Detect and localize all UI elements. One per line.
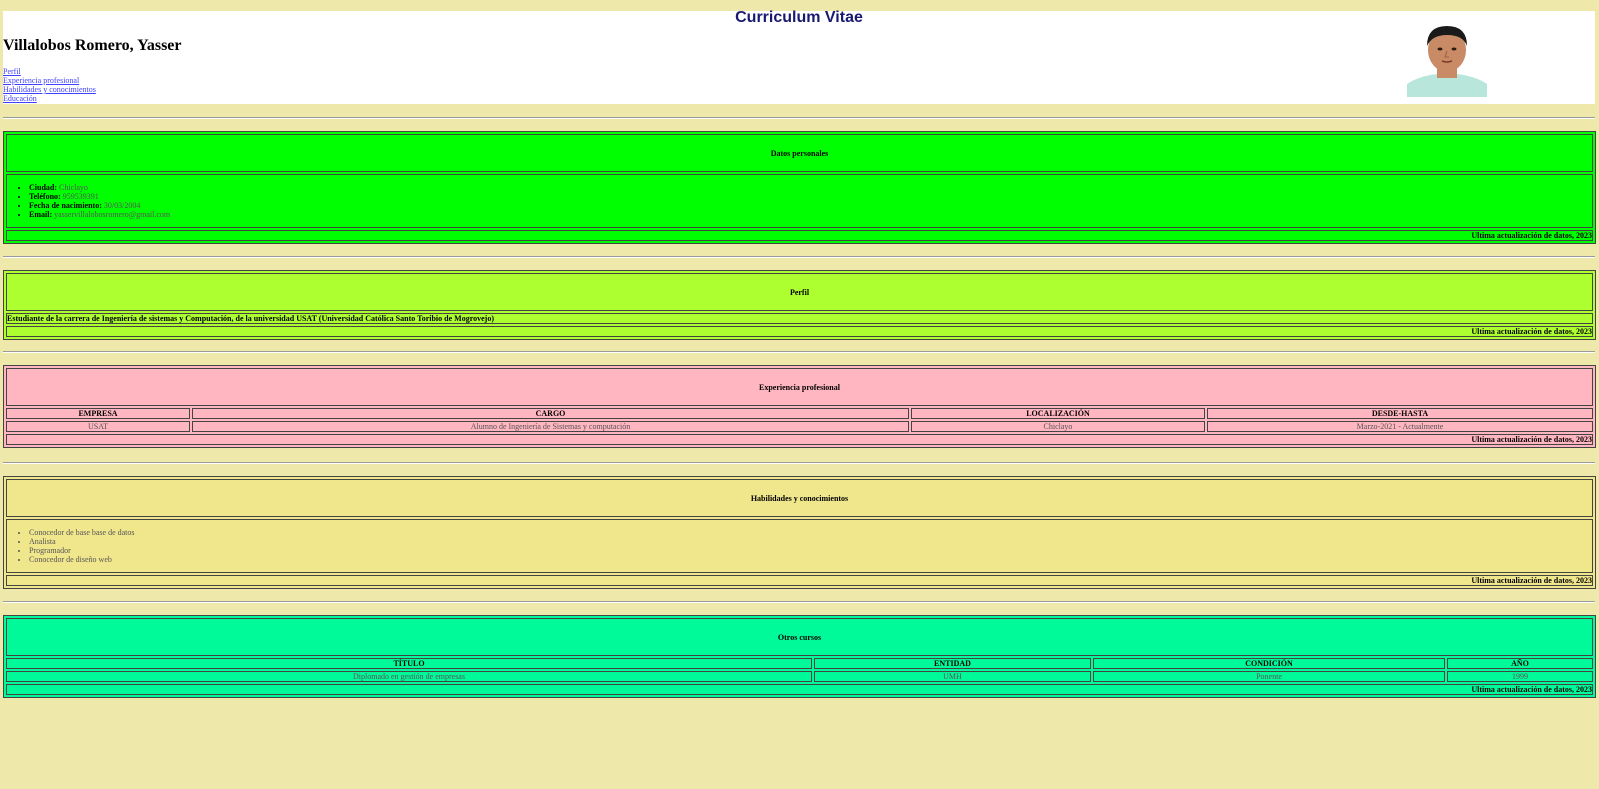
list-item: Ciudad: Chiclayo <box>29 183 1592 192</box>
datos-personales-section: Datos personales Ciudad: Chiclayo Teléfo… <box>3 131 1596 244</box>
divider <box>3 256 1595 258</box>
list-item: Teléfono: 959539391 <box>29 192 1592 201</box>
divider <box>3 351 1595 353</box>
table-cell: Marzo-2021 - Actualmente <box>1207 421 1593 432</box>
section-title: Otros cursos <box>6 618 1593 656</box>
list-item: Analista <box>29 537 1592 546</box>
table-row: USAT Alumno de Ingeniería de Sistemas y … <box>6 421 1593 432</box>
section-footer: Ultima actualización de datos, 2023 <box>6 230 1593 241</box>
nav-link-experiencia[interactable]: Experiencia profesional <box>3 76 80 85</box>
perfil-section: Perfil Estudiante de la carrera de Ingen… <box>3 270 1596 340</box>
column-header: EMPRESA <box>6 408 190 419</box>
table-cell: Alumno de Ingeniería de Sistemas y compu… <box>192 421 909 432</box>
experiencia-section: Experiencia profesional EMPRESA CARGO LO… <box>3 365 1596 448</box>
section-footer: Ultima actualización de datos, 2023 <box>6 434 1593 445</box>
divider <box>3 601 1595 603</box>
list-item: Email: yasservillalobosromero@gmail.com <box>29 210 1592 219</box>
column-header: CONDICIÓN <box>1093 658 1445 669</box>
section-title: Perfil <box>6 273 1593 311</box>
section-title: Experiencia profesional <box>6 368 1593 406</box>
list-item: Programador <box>29 546 1592 555</box>
habilidades-section: Habilidades y conocimientos Conocedor de… <box>3 476 1596 589</box>
column-header: ENTIDAD <box>814 658 1091 669</box>
column-header: CARGO <box>192 408 909 419</box>
personal-data-list: Ciudad: Chiclayo Teléfono: 959539391 Fec… <box>7 183 1592 219</box>
column-header: DESDE-HASTA <box>1207 408 1593 419</box>
table-row: Diplomado en gestión de empresas UMH Pon… <box>6 671 1593 682</box>
column-header: LOCALIZACIÓN <box>911 408 1205 419</box>
nav-link-educacion[interactable]: Educación <box>3 94 37 103</box>
nav-link-perfil[interactable]: Perfil <box>3 67 21 76</box>
section-footer: Ultima actualización de datos, 2023 <box>6 684 1593 695</box>
table-cell: 1999 <box>1447 671 1593 682</box>
section-title: Habilidades y conocimientos <box>6 479 1593 517</box>
nav-link-habilidades[interactable]: Habilidades y conocimientos <box>3 85 96 94</box>
section-nav: Perfil Experiencia profesional Habilidad… <box>3 67 96 103</box>
profile-photo <box>1407 22 1487 97</box>
cv-header: Curriculum Vitae Villalobos Romero, Yass… <box>3 9 1595 104</box>
table-cell: Chiclayo <box>911 421 1205 432</box>
table-cell: Diplomado en gestión de empresas <box>6 671 812 682</box>
table-cell: USAT <box>6 421 190 432</box>
table-cell: Ponente <box>1093 671 1445 682</box>
page-title: Curriculum Vitae <box>735 9 863 26</box>
list-item: Conocedor de diseño web <box>29 555 1592 564</box>
column-header: AÑO <box>1447 658 1593 669</box>
list-item: Fecha de nacimiento: 30/03/2004 <box>29 201 1592 210</box>
section-title: Datos personales <box>6 134 1593 172</box>
divider <box>3 462 1595 464</box>
skills-list: Conocedor de base base de datos Analista… <box>7 528 1592 564</box>
table-cell: UMH <box>814 671 1091 682</box>
column-header: TÍTULO <box>6 658 812 669</box>
divider <box>3 117 1595 119</box>
section-footer: Ultima actualización de datos, 2023 <box>6 575 1593 586</box>
profile-description: Estudiante de la carrera de Ingeniería d… <box>6 313 1593 324</box>
section-footer: Ultima actualización de datos, 2023 <box>6 326 1593 337</box>
person-name: Villalobos Romero, Yasser <box>3 37 182 54</box>
list-item: Conocedor de base base de datos <box>29 528 1592 537</box>
otros-cursos-section: Otros cursos TÍTULO ENTIDAD CONDICIÓN AÑ… <box>3 615 1596 698</box>
